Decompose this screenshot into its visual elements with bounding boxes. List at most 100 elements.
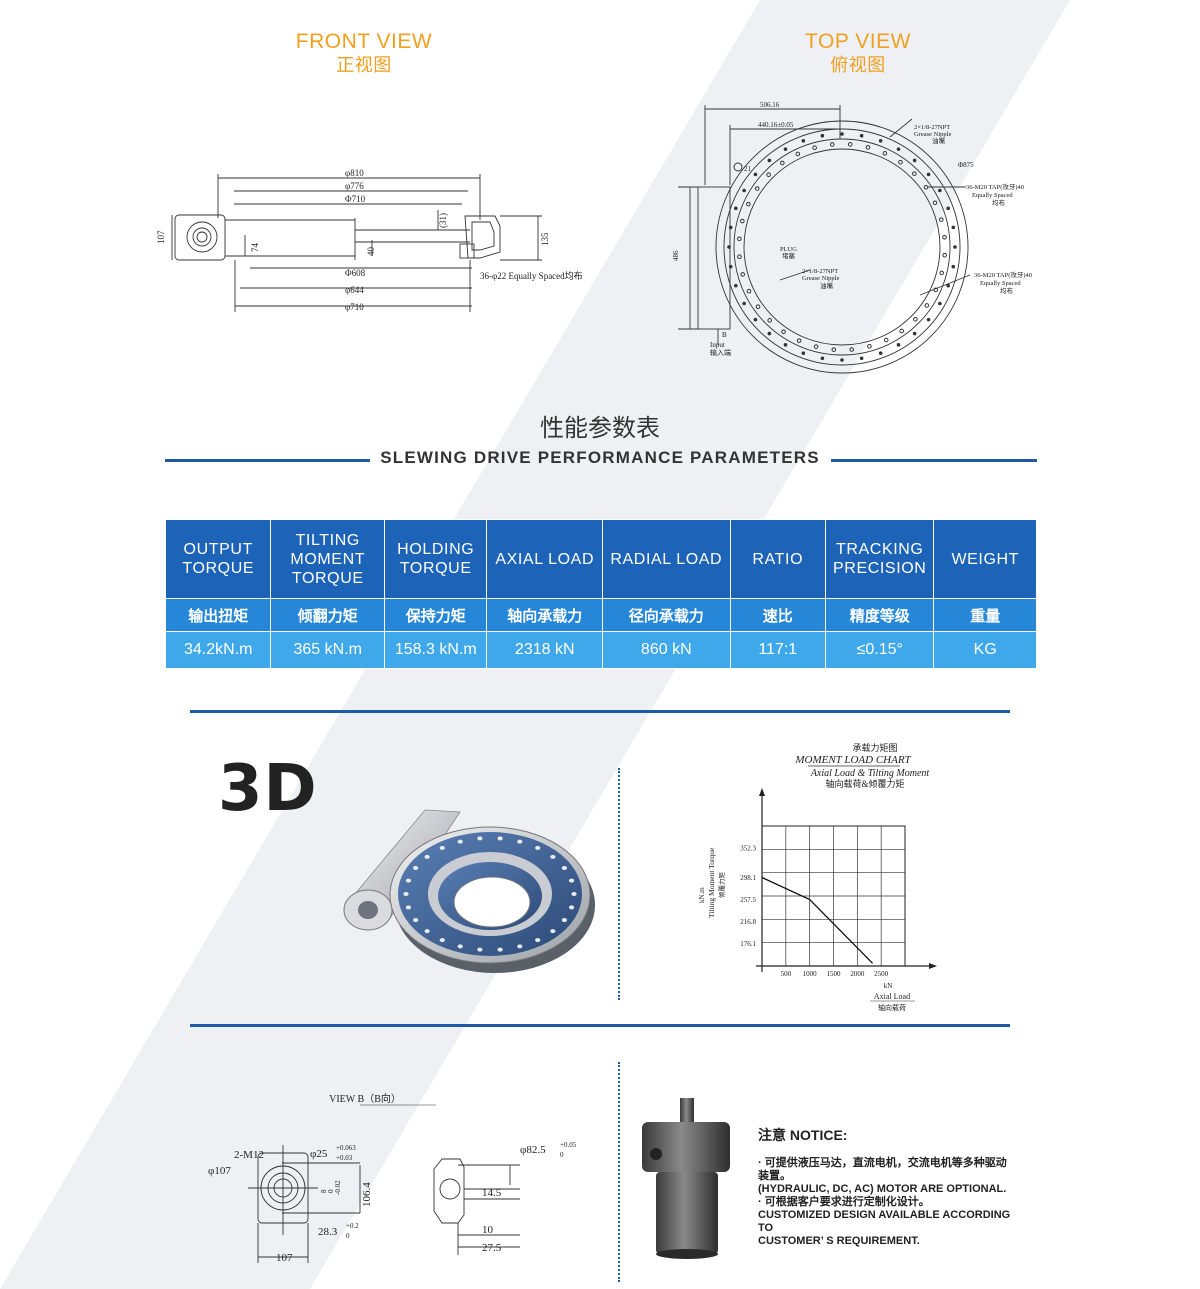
bolt-hole (913, 317, 918, 322)
chart-x-tick-label: 1000 (803, 970, 818, 978)
notice-block: 注意 NOTICE: · 可提供液压马达，直流电机，交流电机等多种驱动 装置。 … (758, 1125, 1028, 1248)
dim-d644: φ644 (345, 285, 364, 295)
chart-subtitle-3: 轴向载荷&倾覆力矩 (825, 778, 904, 789)
bolt-hole (882, 151, 888, 156)
top-view-drawing: 506.16 440.16±0.05 21 Φ875 486 2×1/8-27N… (672, 101, 1032, 374)
plug-b: 堵塞 (782, 251, 796, 260)
value-cell: 365 kN.m (270, 631, 385, 669)
header-axial-load: AXIAL LOAD (486, 519, 603, 599)
bolt-hole (740, 272, 746, 277)
ring-bolt-hole (477, 947, 483, 952)
ring-bolt-hole (561, 865, 567, 870)
bolt-hole (831, 347, 837, 352)
nipple1-c: 油嘴 (932, 136, 946, 145)
header-cn-cell: 倾翻力矩 (270, 598, 385, 632)
chart-y-tick-label: 176.1 (740, 940, 756, 948)
ring-bolt-hole (571, 892, 577, 896)
chart-xlabel: Axial Load (874, 992, 910, 1001)
top-view-title-en: TOP VIEW (805, 30, 911, 53)
bolt-hole (734, 283, 738, 288)
chart-subtitle-2: Axial Load & Tilting Moment (810, 768, 930, 779)
view-b-w107: 107 (276, 1252, 293, 1264)
chart-y-tick-label: 298.1 (740, 874, 756, 882)
bolt-hole (951, 264, 956, 269)
bolt-hole (753, 172, 758, 177)
chart-subtitle: MOMENT LOAD CHART (794, 754, 911, 766)
view-b-d25-tol-dn: +0.03 (336, 1154, 353, 1162)
dim-d608: Φ608 (345, 268, 366, 278)
table-value-row: 34.2kN.m 365 kN.m 158.3 kN.m 2318 kN 860… (164, 631, 1037, 669)
view-b-v14: 14.5 (482, 1187, 502, 1199)
header-cn-cell: 输出扭矩 (164, 598, 272, 632)
header-cn-cell: 速比 (729, 598, 827, 632)
ring-bolt-hole (561, 918, 567, 923)
bolt-hole (783, 147, 788, 151)
dim-h486: 486 (672, 250, 680, 261)
notice-line: CUSTOMER’ S REQUIREMENT. (758, 1235, 920, 1247)
bolt-hole (780, 160, 785, 166)
front-view-title-cn: 正视图 (336, 55, 392, 76)
section-title-cn: 性能参数表 (540, 414, 660, 442)
view-b-d107: φ107 (208, 1165, 231, 1177)
chart-y-axis-arrow (759, 788, 765, 796)
bolt-hole (742, 301, 746, 306)
bolt-hole (942, 234, 947, 240)
bolt-hole (801, 139, 806, 143)
ring-bolt-hole (535, 845, 541, 850)
tap2-a: 36-M20 TAP(攻牙)40 (974, 270, 1032, 279)
bolt-hole (938, 301, 942, 306)
bolt-hole (796, 338, 802, 343)
bolt-hole (946, 283, 950, 288)
bolt-hole (795, 151, 801, 157)
bolt-hole (859, 133, 864, 138)
value-cell: 117:1 (729, 631, 827, 669)
threed-label: 3D (218, 752, 318, 826)
section-divider-2 (190, 1024, 1010, 1027)
view-b-v28-dn: 0 (346, 1232, 350, 1240)
dim-h31: (31) (438, 213, 448, 228)
chart-yunit: kN.m (698, 887, 706, 903)
nipple1-b: Grease Nipple (914, 131, 951, 138)
tap2-b: Equally Spaced (980, 280, 1021, 287)
ring-bolt-hole (497, 836, 503, 841)
chart-title: 承载力矩图 (852, 742, 897, 753)
notice-line: · 可提供液压马达，直流电机，交流电机等多种驱动 (758, 1157, 1007, 1169)
dim-h107: 107 (156, 230, 166, 244)
dim-d776: φ776 (345, 181, 364, 191)
ring-bolt-hole (403, 892, 409, 896)
chart-x-tick-label: 2000 (850, 970, 865, 978)
dim-h40: 40 (366, 247, 376, 257)
bolt-hole (847, 142, 853, 147)
chart-y-tick-label: 257.5 (740, 896, 756, 904)
view-b-v8b: 0 (327, 1189, 335, 1193)
bolt-hole (737, 236, 742, 242)
view-b-d25-tol-up: +0.063 (336, 1144, 356, 1152)
bolt-hole (840, 132, 844, 136)
bolt-hole (849, 347, 855, 352)
bolt-hole (812, 145, 817, 151)
ring-bolt-hole (457, 944, 463, 949)
bolt-hole (883, 337, 889, 343)
bolt-hole (737, 254, 742, 260)
bolt-hole (740, 218, 745, 224)
ring-bolt-hole (439, 845, 445, 850)
tap1-c: 均布 (992, 198, 1006, 207)
dim-h74: 74 (250, 243, 260, 253)
dim-d810: φ810 (345, 168, 364, 178)
bolt-hole (734, 206, 738, 211)
dim-d710-bottom: φ710 (345, 302, 364, 312)
input-b: 输入端 (710, 348, 731, 357)
value-cell: ≤0.15° (824, 631, 935, 669)
chart-series-line (761, 876, 874, 964)
ring-bolt-hole (477, 836, 483, 841)
bolt-hole (728, 225, 733, 230)
ring-bolt-hole (517, 944, 523, 949)
bolt-hole (951, 225, 956, 230)
section-divider-1 (190, 710, 1010, 713)
dim-w506: 506.16 (760, 101, 780, 109)
ring-bolt-hole (413, 865, 419, 870)
header-cn-cell: 轴向承载力 (486, 598, 603, 632)
bolt-hole (878, 351, 883, 355)
tap1-b: Equally Spaced (972, 192, 1013, 199)
